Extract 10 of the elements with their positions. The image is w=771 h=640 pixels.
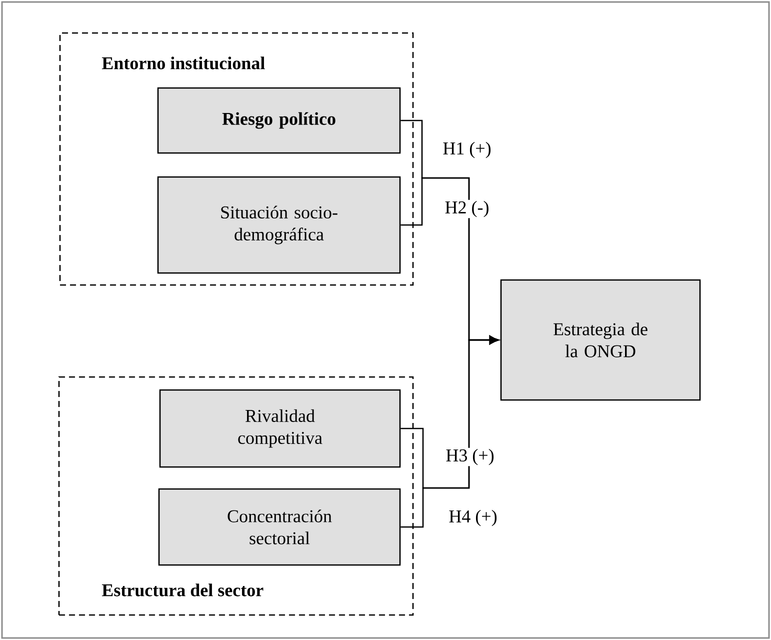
process-box: Situación socio- demográfica [157,176,401,274]
edge-label: H2 (-) [445,200,488,218]
edge-label: H4 (+) [449,510,497,526]
connector-arrow [400,336,499,528]
process-box: Concentración sectorial [158,488,401,566]
edge-label: H1 (+) [443,142,491,158]
process-box: Estrategia de la ONGD [500,279,701,401]
process-box: Riesgo político [157,87,401,154]
process-box: Rivalidad competitiva [159,389,401,468]
edge-label: H3 (+) [446,448,494,466]
